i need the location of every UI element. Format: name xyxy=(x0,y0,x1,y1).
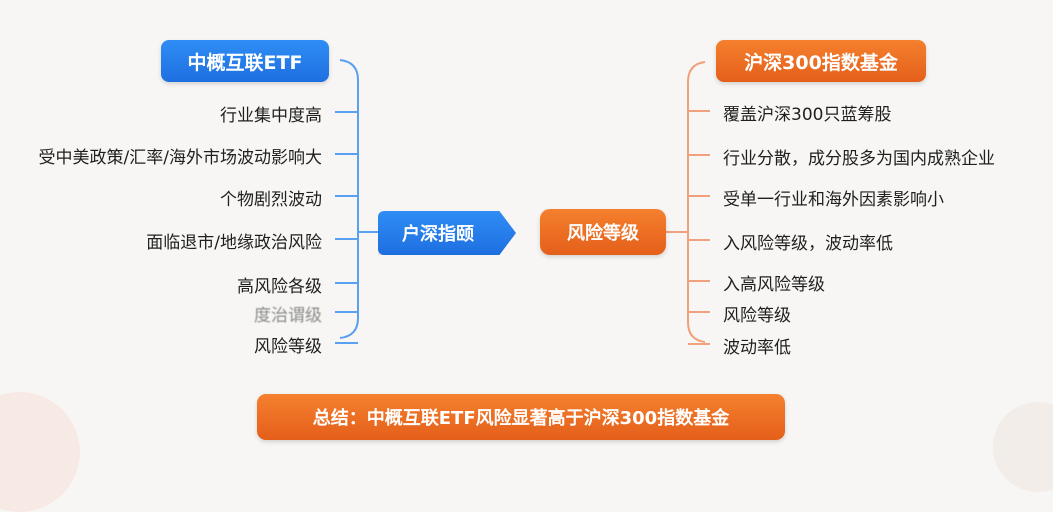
center-right-box: 风险等级 xyxy=(540,209,666,255)
connector-lines xyxy=(335,59,710,345)
left-item: 个物剧烈波动 xyxy=(220,190,322,210)
right-item: 风险等级 xyxy=(723,306,791,326)
right-bracket-line xyxy=(687,61,706,343)
right-title-box: 沪深300指数基金 xyxy=(716,40,926,82)
right-item: 入高风险等级 xyxy=(723,275,825,295)
left-bracket-line xyxy=(339,59,359,339)
left-item: 行业集中度高 xyxy=(220,106,322,126)
right-item: 波动率低 xyxy=(723,338,791,358)
summary-banner: 总结：中概互联ETF风险显著高于沪深300指数基金 xyxy=(257,394,785,440)
left-item: 受中美政策/汇率/海外市场波动影响大 xyxy=(38,148,322,168)
left-item: 面临退市/地缘政治风险 xyxy=(146,233,322,253)
left-item: 风险等级 xyxy=(254,337,322,357)
right-item: 受单一行业和海外因素影响小 xyxy=(723,190,944,210)
left-item: 度治谓级 xyxy=(254,306,322,326)
right-item: 入风险等级，波动率低 xyxy=(723,234,893,254)
left-title-box: 中概互联ETF xyxy=(161,40,329,82)
right-item: 行业分散，成分股多为国内成熟企业 xyxy=(723,149,995,169)
left-item: 高风险各级 xyxy=(237,277,322,297)
right-item: 覆盖沪深300只蓝筹股 xyxy=(723,105,892,125)
center-left-arrow: 户深指颐 xyxy=(378,211,516,255)
